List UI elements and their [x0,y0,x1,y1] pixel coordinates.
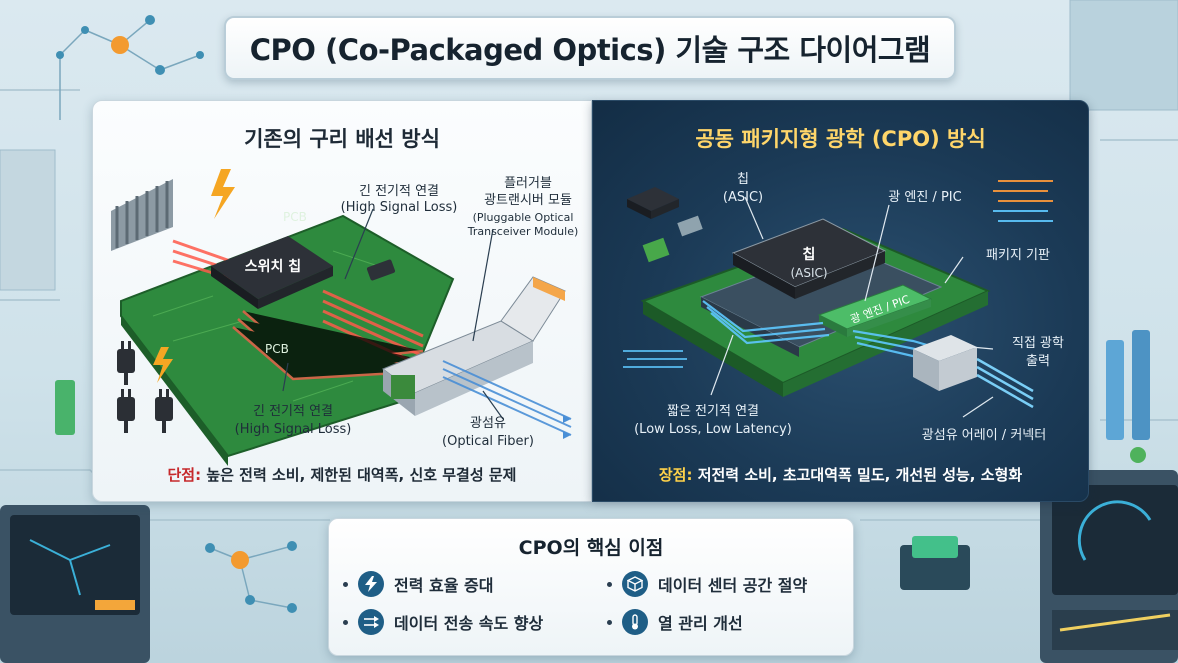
bullet-dot [607,619,612,625]
asic-callout-label: 칩 [737,172,749,187]
copper-panel-title: 기존의 구리 배선 방식 [244,127,440,151]
asic-chip-en-label: (ASIC) [790,266,828,280]
asic-chip [731,218,887,299]
power-plug-icon [117,341,173,433]
benefit-item-space: 데이터 센터 공간 절약 [607,571,807,597]
drawback-line: 단점: 높은 전력 소비, 제한된 대역폭, 신호 무결성 문제 [93,464,591,485]
benefit-label-power: 전력 효율 증대 [394,576,494,595]
benefits-title: CPO의 핵심 이점 [518,537,664,559]
fiber-array-label: 광섬유 어레이 / 커넥터 [921,428,1047,443]
pluggable-transceiver-module [381,276,566,416]
short-link-label: 짧은 전기적 연결 [667,404,759,419]
pcb-label-top: PCB [283,210,307,224]
advantage-key: 장점: [658,466,693,484]
switch-chip [211,236,333,309]
diagram-title: CPO (Co-Packaged Optics) 기술 구조 다이어그램 [224,16,956,80]
heatsink [111,179,173,251]
speed-arrows-icon [358,609,384,635]
benefit-label-space: 데이터 센터 공간 절약 [658,576,808,595]
pluggable-module-label: 플러거블 [504,176,552,191]
key-benefits-box: CPO의 핵심 이점 전력 효율 증대 데이터 센터 공간 절약 데이터 전송 … [328,518,854,656]
benefit-item-speed: 데이터 전송 속도 향상 [343,609,543,635]
pcb-label-bottom: PCB [265,342,289,356]
advantage-text: 저전력 소비, 초고대역폭 밀도, 개선된 성능, 소형화 [692,466,1023,484]
drawback-text: 높은 전력 소비, 제한된 대역폭, 신호 무결성 문제 [201,466,517,484]
optical-engine-pic [817,284,933,337]
copper-wiring-panel: 기존의 구리 배선 방식 [92,100,592,502]
direct-optical-label-2: 출력 [1026,354,1050,369]
cube-icon [622,571,648,597]
switch-chip-label: 스위치 칩 [244,259,302,275]
long-link-top-label: 긴 전기적 연결 [358,184,440,199]
optical-fiber [442,360,572,436]
bullet-dot [343,619,348,625]
cpo-panel-title: 공동 패키지형 광학 (CPO) 방식 [695,127,986,151]
thermometer-icon [622,609,648,635]
advantage-line: 장점: 저전력 소비, 초고대역폭 밀도, 개선된 성능, 소형화 [593,464,1088,485]
pluggable-module-en-1: (Pluggable Optical [472,211,574,224]
benefit-item-thermal: 열 관리 개선 [607,609,743,635]
optical-engine-label: 광 엔진 / PIC [888,190,962,205]
small-chip [627,187,679,219]
long-link-bottom-en-label: (High Signal Loss) [234,422,352,437]
copper-wiring-illustration [111,169,572,466]
lightning-icon [211,169,235,219]
cpo-illustration [623,180,1053,418]
asic-callout-en-label: (ASIC) [722,190,764,205]
bullet-dot [607,581,612,587]
pluggable-module-label-2: 광트랜시버 모듈 [484,193,572,208]
warning-lightning-icon [153,347,173,383]
cpo-panel: 공동 패키지형 광학 (CPO) 방식 [592,100,1089,502]
optical-fiber-en-label: (Optical Fiber) [442,434,534,449]
bullet-dot [343,581,348,587]
asic-chip-label: 칩 [802,247,816,263]
benefit-label-thermal: 열 관리 개선 [658,614,743,633]
benefit-label-speed: 데이터 전송 속도 향상 [394,614,544,633]
long-link-bottom-label: 긴 전기적 연결 [252,404,334,419]
substrate-label: 패키지 기판 [986,248,1050,263]
drawback-key: 단점: [167,466,202,484]
fiber-array-connector [913,335,977,391]
short-link-en-label: (Low Loss, Low Latency) [634,422,792,437]
direct-optical-label-1: 직접 광학 [1012,336,1064,351]
lightning-icon [358,571,384,597]
pluggable-module-en-2: Transceiver Module) [467,225,579,238]
optical-fiber-label: 광섬유 [470,416,506,431]
long-link-top-en-label: (High Signal Loss) [340,200,458,215]
benefit-item-power: 전력 효율 증대 [343,571,493,597]
